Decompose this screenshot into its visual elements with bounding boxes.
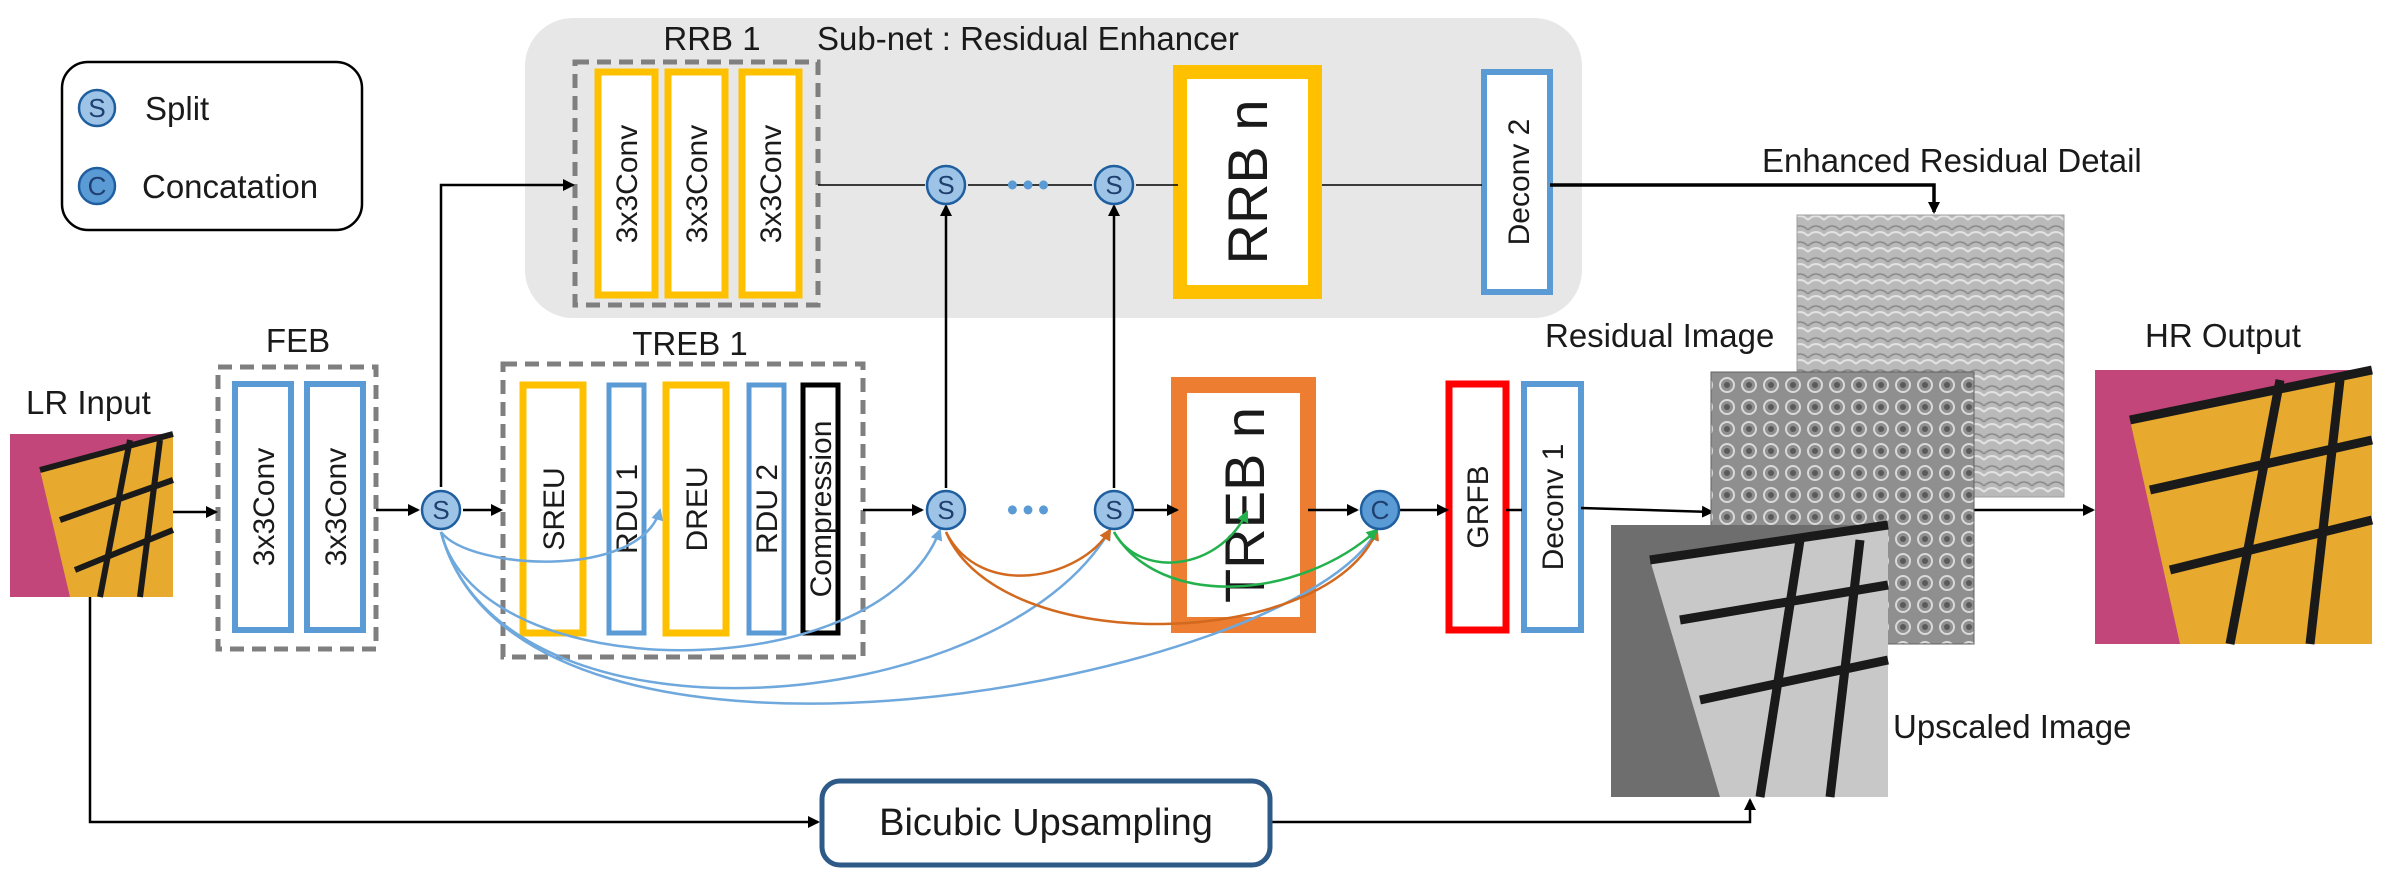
rdu2-label: RDU 2 <box>751 464 784 554</box>
split-node-rrbn-symbol: S <box>1105 170 1122 200</box>
grfb-label: GRFB <box>1462 465 1495 548</box>
upscaled-image <box>1611 520 1889 798</box>
bicubic-upsampling-box <box>819 778 1273 868</box>
deconv1-block <box>1521 381 1584 633</box>
subnet-title: Sub-net : Residual Enhancer <box>817 20 1239 57</box>
deconv1-label: Deconv 1 <box>1537 444 1570 571</box>
rrb-conv2-label: 3x3Conv <box>681 125 714 243</box>
arrow-bicubic-to-upscaled <box>1271 798 1756 824</box>
skip-split-to-rdu1 <box>440 508 663 563</box>
skip-orange-split1-to-concat <box>944 528 1379 626</box>
split-node-input-symbol: S <box>432 495 449 525</box>
residual-image-label: Residual Image <box>1545 317 1774 354</box>
legend-split-label: Split <box>145 90 209 127</box>
bicubic-upsampling-label: Bicubic Upsampling <box>879 802 1213 844</box>
grfb-block <box>1445 380 1510 634</box>
legend-box <box>60 60 364 232</box>
concat-node-icon <box>77 166 117 206</box>
split-node-trebn-symbol: S <box>1105 495 1122 525</box>
dreu-block <box>662 381 730 637</box>
compression-label: Compression <box>805 421 838 598</box>
rrb-n-block <box>1173 65 1322 299</box>
feb-conv2-label: 3x3Conv <box>320 448 353 566</box>
skip-orange-split1-to-splitn <box>944 528 1112 577</box>
dreu-label: DREU <box>681 466 714 551</box>
hr-output-image <box>2095 365 2374 645</box>
sreu-label: SREU <box>538 467 571 550</box>
feb-group-box <box>215 364 379 652</box>
legend-concat-symbol: C <box>88 171 107 201</box>
arrow-split-to-rrb1 <box>439 179 575 487</box>
enhanced-residual-label: Enhanced Residual Detail <box>1762 142 2142 179</box>
skip-green-splitn-to-trebn <box>1112 510 1249 564</box>
rrb-conv3-label: 3x3Conv <box>755 125 788 243</box>
split-node-trebn: S <box>1093 489 1135 531</box>
feb-conv2-block <box>304 381 366 633</box>
hr-output-label: HR Output <box>2145 317 2301 354</box>
rdu1-block <box>606 382 647 636</box>
rrb-conv3-block <box>738 68 803 299</box>
arrow-lr-to-bicubic <box>88 597 820 828</box>
rrb1-group-box <box>572 59 821 308</box>
skip-connections <box>439 508 1379 705</box>
ellipsis-rrb: ••• <box>1007 166 1054 203</box>
rdu2-block <box>746 382 787 636</box>
split-node-rrbn: S <box>1093 164 1135 206</box>
rdu1-label: RDU 1 <box>611 464 644 554</box>
concat-node: C <box>1359 489 1401 531</box>
legend-concat-label: Concatation <box>142 168 318 205</box>
sreu-block <box>519 381 587 637</box>
rrb-conv1-label: 3x3Conv <box>611 125 644 243</box>
legend: S Split C Concatation <box>60 60 364 232</box>
split-node-treb1-symbol: S <box>937 495 954 525</box>
skip-split-to-split1 <box>439 528 943 652</box>
feb-label: FEB <box>266 322 330 359</box>
arrow-deconv1-to-residual <box>1580 505 1714 518</box>
skip-split-to-concat <box>439 528 1379 705</box>
legend-split-symbol: S <box>88 93 105 123</box>
split-node-icon <box>77 88 117 128</box>
concat-node-symbol: C <box>1371 495 1390 525</box>
ellipsis-treb: ••• <box>1007 491 1054 528</box>
upscaled-image-label: Upscaled Image <box>1893 708 2131 745</box>
rrb1-label: RRB 1 <box>663 20 760 57</box>
treb-n-label: TREB n <box>1213 407 1276 603</box>
rrb-conv1-block <box>594 68 659 299</box>
arrow-deconv2-to-residual-detail <box>1550 183 1940 214</box>
deconv2-label: Deconv 2 <box>1503 119 1536 246</box>
rrb-n-label: RRB n <box>1216 100 1279 265</box>
lr-input-label: LR Input <box>26 384 151 421</box>
rrb-conv2-block <box>664 68 729 299</box>
lr-input-image <box>10 431 175 598</box>
skip-green-splitn-to-concat <box>1112 528 1379 588</box>
main-flow-arrows <box>88 179 2095 828</box>
split-node-input: S <box>420 489 462 531</box>
compression-block <box>800 382 841 636</box>
feb-conv1-block <box>232 381 294 633</box>
feb-conv1-label: 3x3Conv <box>248 448 281 566</box>
split-node-treb1: S <box>925 489 967 531</box>
deconv2-block <box>1481 69 1553 295</box>
split-node-rrb1: S <box>925 164 967 206</box>
treb1-label: TREB 1 <box>632 325 748 362</box>
split-node-rrb1-symbol: S <box>937 170 954 200</box>
